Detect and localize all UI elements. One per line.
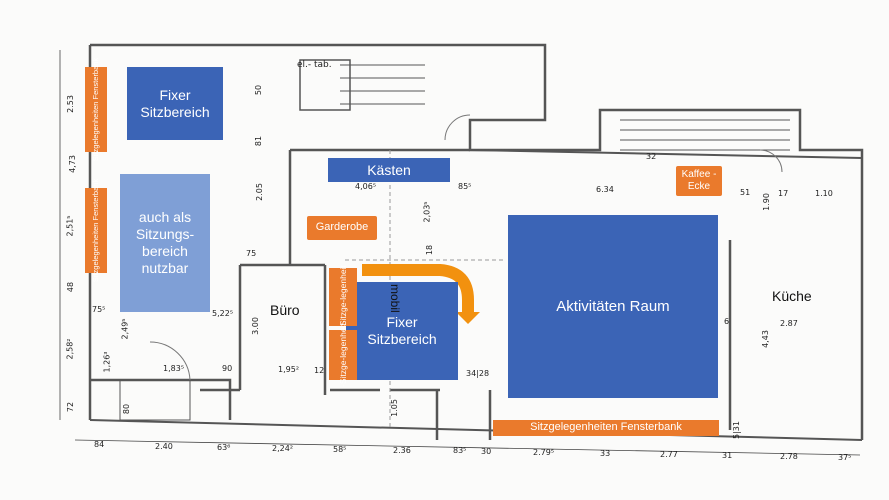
zone-sitz-fensterbank-bottom-label: Sitzgelegenheiten Fensterbank xyxy=(530,421,682,434)
zone-sitzgelegenheit-2-label: -Sitzge-legenheit xyxy=(337,323,348,387)
dim-6: 6 xyxy=(724,317,730,326)
dim-300: 3.00 xyxy=(250,317,260,335)
mobil-label: mobil xyxy=(388,284,402,313)
dim-48: 48 xyxy=(66,281,76,293)
door-swing-entrance xyxy=(149,341,191,381)
dim-205: 2.05 xyxy=(254,183,264,201)
dim-30: 30 xyxy=(481,447,492,456)
stair-block-top xyxy=(299,59,351,111)
zone-sitzungsbereich: auch als Sitzungs-bereich nutzbar xyxy=(120,174,210,312)
dim-1835: 1,83⁵ xyxy=(163,364,185,373)
dim-531: 5|31 xyxy=(731,421,741,439)
dim-240: 2.40 xyxy=(155,442,173,451)
stair-treads-right xyxy=(620,119,790,151)
door-swing-kueche xyxy=(759,149,783,173)
dim-2582: 2,58² xyxy=(65,338,75,360)
zone-sitzgelegenheit-1: -Sitzge-legenheit xyxy=(329,265,357,329)
dim-375: 37⁵ xyxy=(838,453,852,462)
dim-105: 1.05 xyxy=(389,399,399,417)
dim-80: 80 xyxy=(122,403,132,415)
wall-niche-sides xyxy=(435,390,492,440)
zone-kaesten: Kästen xyxy=(328,158,450,182)
dim-5225: 5,22⁵ xyxy=(212,309,234,318)
zone-aktivitaeten-raum: Aktivitäten Raum xyxy=(508,215,718,398)
dim-2035: 2,03⁵ xyxy=(422,201,432,223)
zone-fixer-sitzbereich-top-label: Fixer Sitzbereich xyxy=(140,86,210,120)
zone-sitzgelegenheit-1-label: -Sitzge-legenheit xyxy=(337,265,348,329)
dim-31: 31 xyxy=(722,451,733,460)
dim-line-bottom xyxy=(74,439,861,456)
zone-garderobe-label: Garderobe xyxy=(315,221,369,234)
zone-sitz-fensterbank-top: Sitzgelegenheiten Fensterbank xyxy=(85,58,107,161)
zone-sitz-fensterbank-top-label: Sitzgelegenheiten Fensterbank xyxy=(91,57,101,162)
zone-kaesten-label: Kästen xyxy=(367,161,411,178)
dim-277: 2.77 xyxy=(660,450,678,459)
dim-190: 1.90 xyxy=(761,193,771,211)
stair-treads-top xyxy=(340,64,425,105)
entrance-steps xyxy=(119,379,191,421)
dim-51: 51 xyxy=(740,188,751,197)
dim-443: 4,43 xyxy=(760,330,770,348)
zone-sitz-fensterbank-mid-label: Sitzgelegenheiten Fensterbank xyxy=(91,178,101,283)
dim-1263: 1,26³ xyxy=(102,351,112,373)
dim-3428: 34|28 xyxy=(466,369,490,378)
dim-755: 75⁵ xyxy=(92,305,106,314)
dim-855: 85⁵ xyxy=(458,182,472,191)
zone-sitz-fensterbank-mid: Sitzgelegenheiten Fensterbank xyxy=(85,179,107,282)
dim-33: 33 xyxy=(600,449,611,458)
room-kueche-label: Küche xyxy=(772,288,812,304)
zone-kaffee-ecke-label: Kaffee -Ecke xyxy=(681,169,717,192)
mobil-arrow xyxy=(362,264,480,324)
dim-18: 18 xyxy=(425,244,435,256)
dim-17: 17 xyxy=(778,189,789,198)
dim-50: 50 xyxy=(254,84,264,96)
outer-wall-top xyxy=(90,43,864,440)
zone-fixer-sitzbereich-top: Fixer Sitzbereich xyxy=(127,67,223,140)
zone-sitz-fensterbank-bottom: Sitzgelegenheiten Fensterbank xyxy=(493,420,719,436)
dim-636: 63⁶ xyxy=(217,443,231,452)
outer-wall-bottom xyxy=(89,419,863,441)
dim-236: 2.36 xyxy=(393,446,411,455)
room-buero-label: Büro xyxy=(270,302,300,318)
zone-aktivitaeten-raum-label: Aktivitäten Raum xyxy=(556,297,670,315)
zone-kaffee-ecke: Kaffee -Ecke xyxy=(676,166,722,196)
dim-835: 83⁵ xyxy=(453,446,467,455)
dim-2495: 2,49⁵ xyxy=(120,318,130,340)
zone-sitzungsbereich-label: auch als Sitzungs-bereich nutzbar xyxy=(135,209,195,276)
dim-2795: 2.79⁵ xyxy=(533,448,555,457)
el-tab-label: el.- tab. xyxy=(297,60,332,70)
dim-12: 12 xyxy=(314,366,325,375)
dim-32: 32 xyxy=(646,152,657,161)
zone-fixer-sitzbereich-center-label: Fixer Sitzbereich xyxy=(367,314,437,347)
dim-75: 75 xyxy=(246,249,257,258)
zone-sitzgelegenheit-2: -Sitzge-legenheit xyxy=(329,323,357,387)
dim-473: 4,73 xyxy=(67,155,77,173)
dim-278: 2.78 xyxy=(780,452,798,461)
dim-2242: 2,24² xyxy=(272,444,294,453)
dim-634: 6.34 xyxy=(596,185,614,194)
wall-entrance xyxy=(90,378,232,420)
door-swing-top xyxy=(444,114,471,141)
zone-fixer-sitzbereich-center: Fixer Sitzbereich xyxy=(346,282,458,380)
dim-585: 58⁵ xyxy=(333,445,347,454)
dim-110: 1.10 xyxy=(815,189,833,198)
dim-253: 2.53 xyxy=(65,95,75,113)
zone-garderobe: Garderobe xyxy=(307,216,377,240)
dim-72: 72 xyxy=(66,401,76,413)
dim-90: 90 xyxy=(222,364,233,373)
dim-81: 81 xyxy=(254,135,264,147)
dim-287: 2.87 xyxy=(780,319,798,328)
dim-2515: 2,51⁵ xyxy=(65,215,75,237)
dim-1952: 1,95² xyxy=(278,365,300,374)
dim-84: 84 xyxy=(94,440,105,449)
wall-main-top xyxy=(469,149,863,159)
dim-4065: 4,06⁵ xyxy=(355,182,377,191)
